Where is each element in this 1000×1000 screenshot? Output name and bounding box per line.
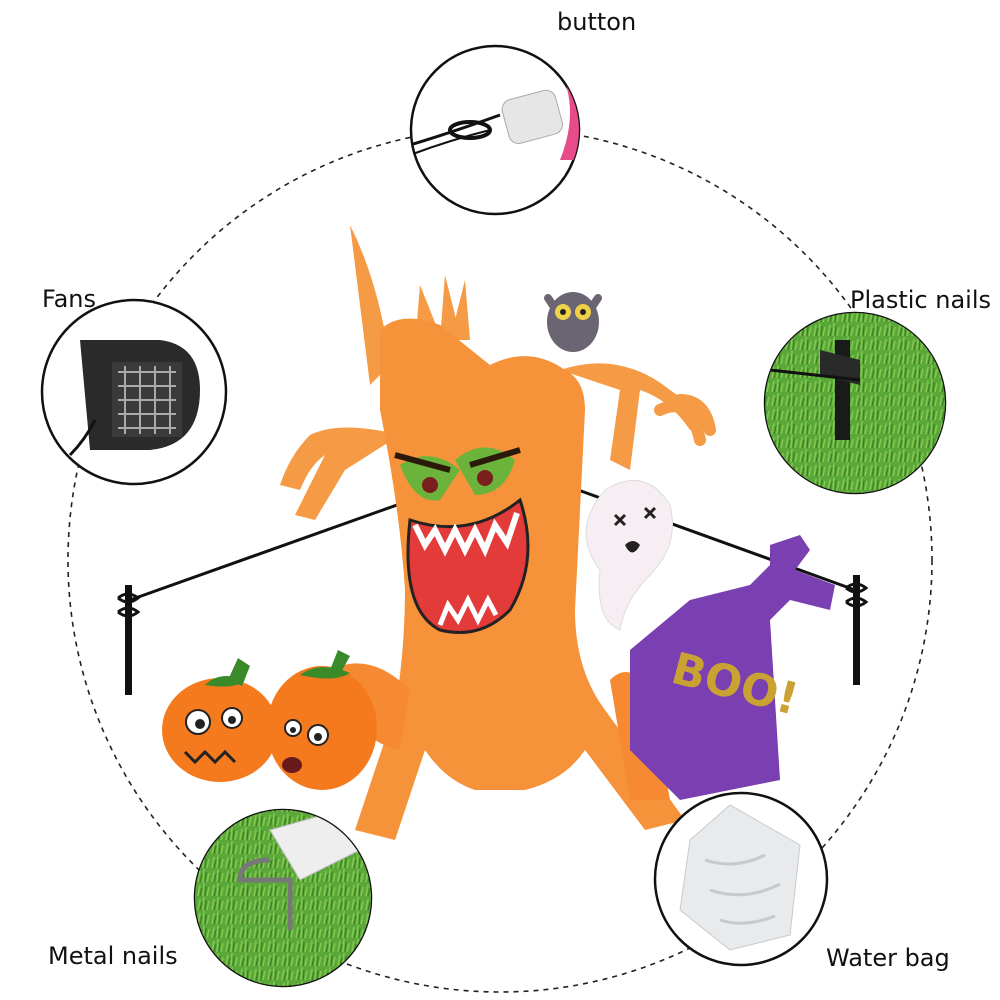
label-metal-nails: Metal nails <box>48 942 178 970</box>
pumpkin-icon <box>267 650 377 790</box>
left-stake-icon <box>117 585 141 695</box>
button-detail-bubble <box>409 44 581 216</box>
label-fans: Fans <box>42 285 97 313</box>
pumpkin-icon <box>162 658 278 782</box>
label-water-bag: Water bag <box>826 944 950 972</box>
dashed-ring <box>67 127 933 993</box>
tombstone-icon: BOO! <box>630 535 835 800</box>
label-plastic-nails: Plastic nails <box>850 286 992 314</box>
right-stake-icon <box>845 575 869 685</box>
water-bag-icon <box>653 791 829 967</box>
label-button: button <box>557 8 637 36</box>
metal-stake-icon <box>193 808 373 988</box>
monster-face <box>394 447 530 634</box>
blower-fan-icon <box>40 298 228 486</box>
owl-icon <box>544 292 602 352</box>
ghost-icon <box>585 479 673 631</box>
plastic-stake-icon <box>763 311 947 495</box>
